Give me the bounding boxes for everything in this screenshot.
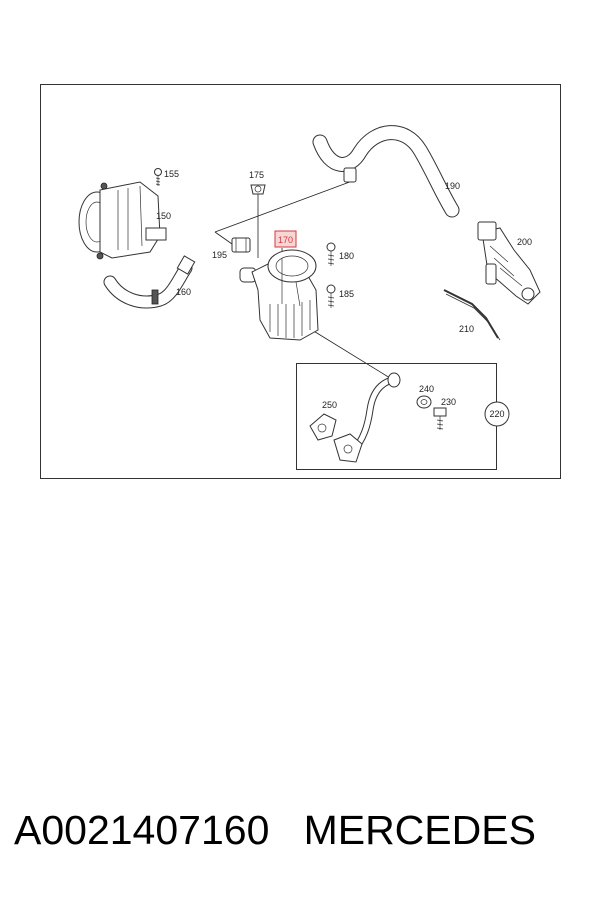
callout-190: 190 (445, 181, 460, 191)
brand-name: MERCEDES (303, 807, 536, 853)
callout-155: 155 (164, 169, 179, 179)
part-caption: A0021407160 MERCEDES (14, 800, 594, 860)
callout-150: 150 (156, 211, 171, 221)
washer-240 (416, 395, 432, 409)
clamp-195 (231, 237, 251, 253)
bolt-175 (250, 184, 266, 195)
callout-230: 230 (441, 397, 456, 407)
callout-200: 200 (517, 237, 532, 247)
callout-195: 195 (212, 250, 227, 260)
callout-240: 240 (419, 384, 434, 394)
pipe-assembly (333, 372, 401, 463)
screw-155 (154, 168, 162, 186)
callout-labels: 155 150 160 175 195 170 180 185 190 200 … (156, 169, 532, 419)
callout-250: 250 (322, 400, 337, 410)
hose-160 (103, 255, 196, 309)
bolt-230 (433, 407, 447, 430)
highlight-box-170 (274, 230, 297, 248)
valve-200 (477, 221, 541, 305)
bracket-210 (443, 289, 501, 341)
throttle-body-150 (78, 181, 167, 260)
callout-160: 160 (176, 287, 191, 297)
callout-170: 170 (278, 235, 293, 245)
callout-220: 220 (489, 409, 504, 419)
callout-180: 180 (339, 251, 354, 261)
part-number: A0021407160 (14, 807, 270, 853)
screw-185 (326, 284, 336, 308)
valve-170 (239, 249, 319, 341)
screw-180 (326, 242, 336, 266)
callout-210: 210 (459, 324, 474, 334)
callout-185: 185 (339, 289, 354, 299)
callout-circle-220 (484, 401, 510, 427)
callout-175: 175 (249, 170, 264, 180)
hose-190 (312, 125, 460, 218)
diagram-frame (40, 84, 561, 479)
parts-diagram: 155 150 160 175 195 170 180 185 190 200 … (40, 84, 561, 479)
gasket-250 (309, 413, 337, 441)
